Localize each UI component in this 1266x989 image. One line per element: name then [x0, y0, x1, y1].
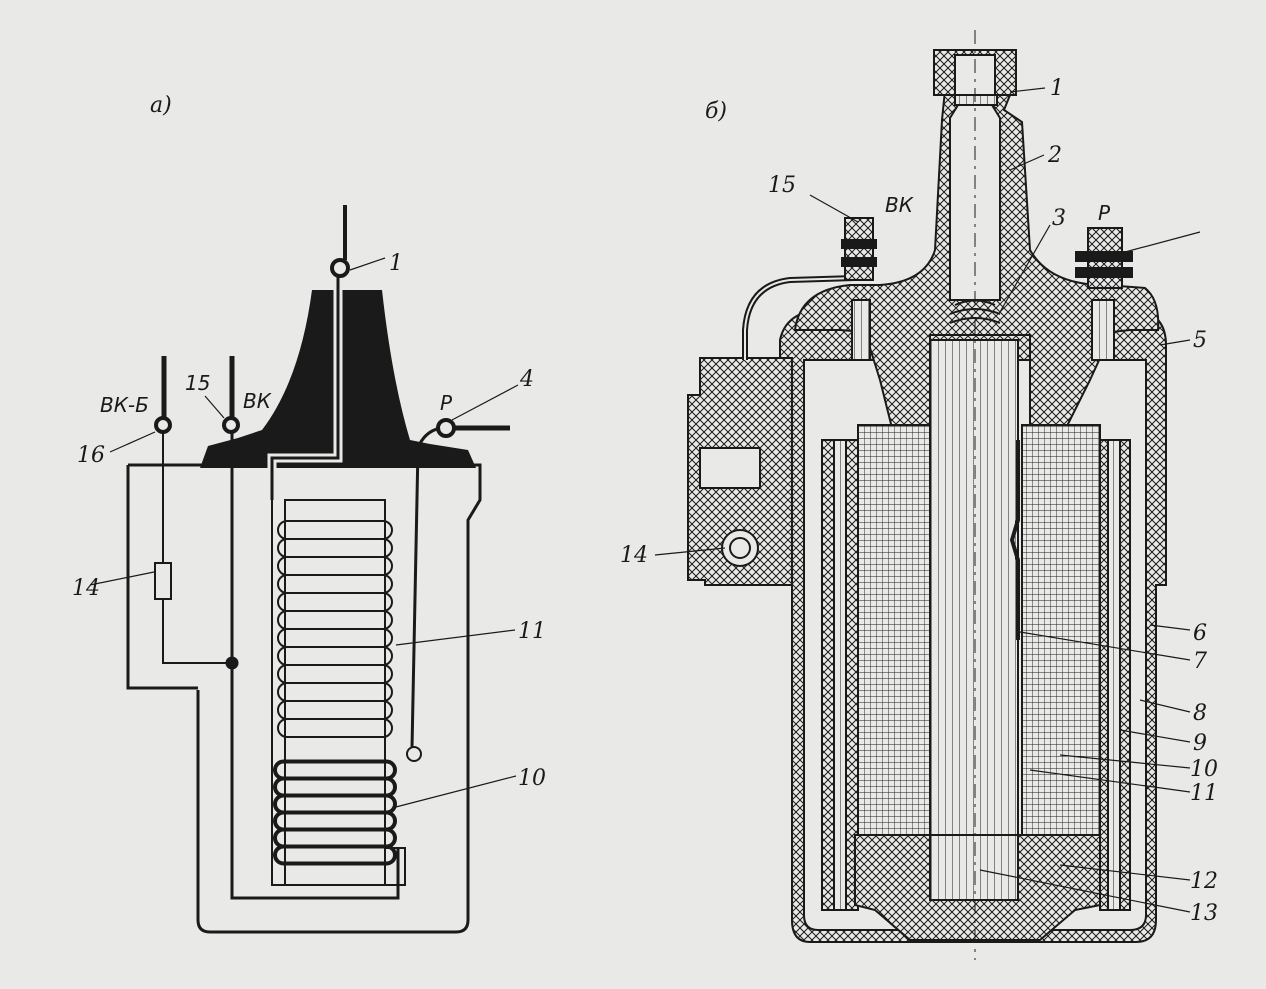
label-b-vk: ВК: [885, 193, 914, 217]
caption-a: a): [150, 93, 172, 118]
label-a-10: 10: [518, 766, 546, 791]
label-b-2: 2: [1047, 143, 1062, 168]
laminated-core: [929, 339, 1019, 896]
label-b-13: 13: [1190, 901, 1218, 926]
terminal-p: [436, 418, 456, 438]
label-a-vk: ВК: [243, 389, 272, 413]
primary-winding-10: [273, 759, 397, 866]
label-b-10: 10: [1190, 757, 1218, 782]
label-b-7: 7: [1193, 649, 1207, 674]
labels-panel-b: б) 1 2 3 Р 15 ВК 5 14 6 7 8 9 10 11 12 1…: [620, 76, 1218, 926]
secondary-winding-11: [277, 520, 393, 738]
label-b-12: 12: [1190, 869, 1218, 894]
label-a-11: 11: [518, 619, 546, 644]
label-b-9: 9: [1193, 731, 1207, 756]
resistor-14: [154, 562, 172, 600]
secondary-turn: [277, 718, 393, 738]
winding-left: [857, 424, 931, 841]
label-b-6: 6: [1193, 621, 1207, 646]
caption-b: б): [705, 99, 727, 124]
labels-panel-a: a) 1 4 Р 15 ВК ВК-Б 16 14 11 10: [72, 93, 546, 791]
terminal-1: [330, 258, 350, 278]
panel-b-cross-section: [687, 30, 1167, 960]
label-b-11: 11: [1190, 781, 1218, 806]
label-a-1: 1: [389, 251, 403, 276]
label-a-16: 16: [77, 443, 105, 468]
coil-casing: [128, 463, 482, 934]
label-a-p: Р: [440, 391, 453, 415]
label-b-5: 5: [1193, 328, 1207, 353]
label-a-14: 14: [72, 576, 100, 601]
label-b-p: Р: [1098, 201, 1111, 225]
label-b-14: 14: [620, 543, 648, 568]
label-b-8: 8: [1193, 701, 1207, 726]
primary-turn: [273, 844, 397, 866]
terminal-vk-b: [154, 416, 172, 434]
core: [284, 499, 386, 886]
terminal-vk: [222, 416, 240, 434]
label-b-3: 3: [1052, 206, 1066, 231]
label-a-4: 4: [519, 367, 534, 392]
panel-a-schematic: [126, 205, 510, 934]
label-b-15: 15: [768, 173, 796, 198]
panel-b-leaders: [654, 87, 1201, 913]
label-a-vkb: ВК-Б: [100, 393, 149, 417]
label-b-1: 1: [1050, 76, 1064, 101]
label-a-15: 15: [185, 371, 210, 395]
panel-a-leaders: [89, 257, 519, 809]
